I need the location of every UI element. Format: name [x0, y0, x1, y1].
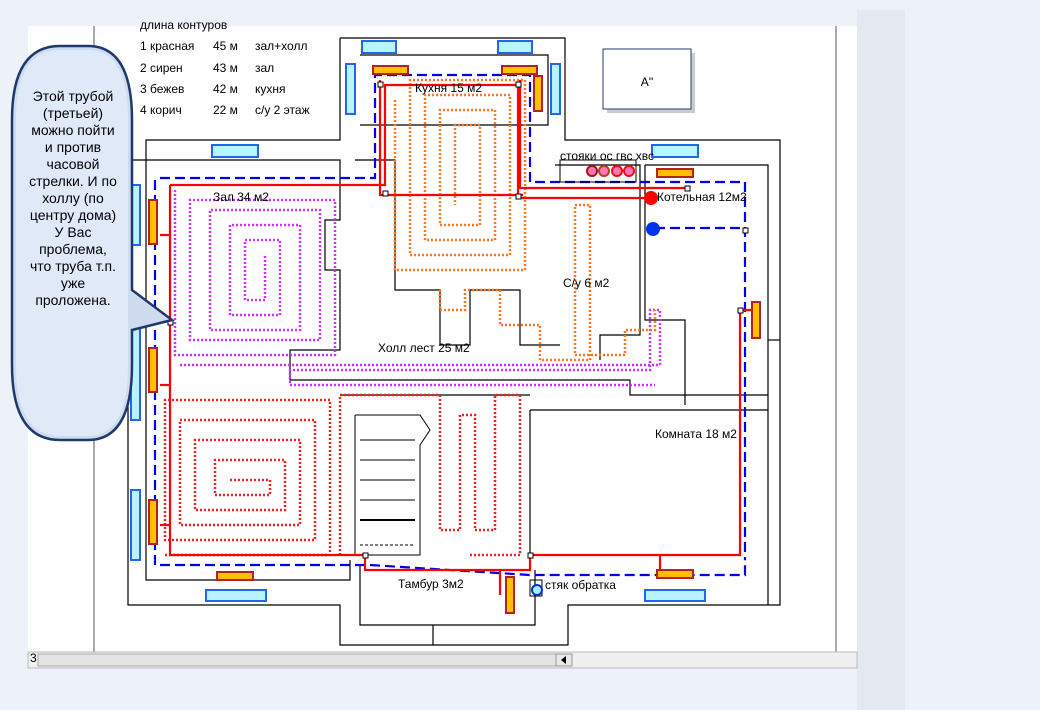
- svg-text:22 м: 22 м: [213, 103, 238, 117]
- callout-line: и против: [44, 139, 102, 155]
- return-riser-icon: [646, 222, 660, 236]
- svg-text:43 м: 43 м: [213, 61, 238, 75]
- svg-text:1 красная: 1 красная: [140, 39, 194, 53]
- callout-bubble: [10, 44, 175, 442]
- callout-line: уже: [60, 275, 86, 291]
- callout-line: что труба т.п.: [29, 258, 117, 274]
- side-panel: [857, 10, 905, 710]
- callout-line: холлу (по: [42, 190, 104, 206]
- callout-line: У Вас: [54, 224, 92, 240]
- room-label-lobby: Холл лест 25 м2: [378, 341, 470, 355]
- room-label-boiler: Котельная 12м2: [657, 190, 747, 204]
- svg-text:2 сирен: 2 сирен: [140, 61, 183, 75]
- svg-text:3 бежев: 3 бежев: [140, 82, 184, 96]
- svg-text:45 м: 45 м: [213, 39, 238, 53]
- callout-line: Этой трубой: [32, 88, 114, 104]
- loop-hall-red-center: [338, 393, 522, 557]
- drawing-page: [28, 26, 857, 656]
- callout-text: Этой трубой (третьей) можно пойти и прот…: [14, 88, 132, 309]
- room-label-room: Комната 18 м2: [655, 427, 737, 441]
- return-riser-label: стяк обратка: [545, 578, 616, 592]
- callout-line: проложена.: [35, 292, 111, 308]
- scroll-thumb[interactable]: [37, 653, 559, 667]
- svg-text:A'': A'': [641, 75, 654, 89]
- room-label-bathroom: С/у 6 м2: [563, 276, 610, 290]
- windows: [130, 40, 706, 602]
- room-label-hall: Зал 34 м2: [213, 190, 269, 204]
- svg-text:кухня: кухня: [255, 82, 286, 96]
- horizontal-scrollbar[interactable]: [27, 651, 858, 669]
- page-number: 3: [30, 651, 37, 665]
- callout-line: (третьей): [42, 105, 104, 121]
- callout-line: стрелки. И по: [29, 173, 117, 189]
- room-label-vestibule: Тамбур 3м2: [398, 577, 464, 591]
- loop-kitchen-orange: [393, 78, 527, 272]
- supply-riser-icon: [644, 191, 658, 205]
- svg-text:зал+холл: зал+холл: [255, 39, 307, 53]
- svg-text:с/у 2 этаж: с/у 2 этаж: [255, 103, 310, 117]
- radiators: [148, 65, 761, 614]
- label-box: A'': [602, 48, 695, 113]
- svg-text:зал: зал: [255, 61, 274, 75]
- svg-text:42 м: 42 м: [213, 82, 238, 96]
- callout-line: центру дома): [29, 207, 117, 223]
- supply-pipe: [160, 80, 760, 595]
- risers-label: стояки ос гвс хвс: [560, 149, 654, 163]
- risers: [529, 159, 660, 597]
- loop-lobby-lilac: [180, 308, 662, 387]
- svg-text:длина контуров: длина контуров: [140, 18, 227, 32]
- callout-line: часовой: [46, 156, 100, 172]
- return-riser-circle-icon: [531, 584, 543, 596]
- arrow-left-icon: [561, 656, 566, 664]
- room-label-kitchen: Кухня 15 м2: [415, 81, 482, 95]
- loop-hall-lilac: [173, 190, 337, 357]
- callout-line: проблема,: [39, 241, 107, 257]
- pipe-legend: длина контуров 1 красная 45 м зал+холл 2 с…: [140, 18, 310, 117]
- svg-text:4 корич: 4 корич: [140, 103, 182, 117]
- callout-line: можно пойти: [31, 122, 115, 138]
- loop-hall-red: [163, 398, 332, 557]
